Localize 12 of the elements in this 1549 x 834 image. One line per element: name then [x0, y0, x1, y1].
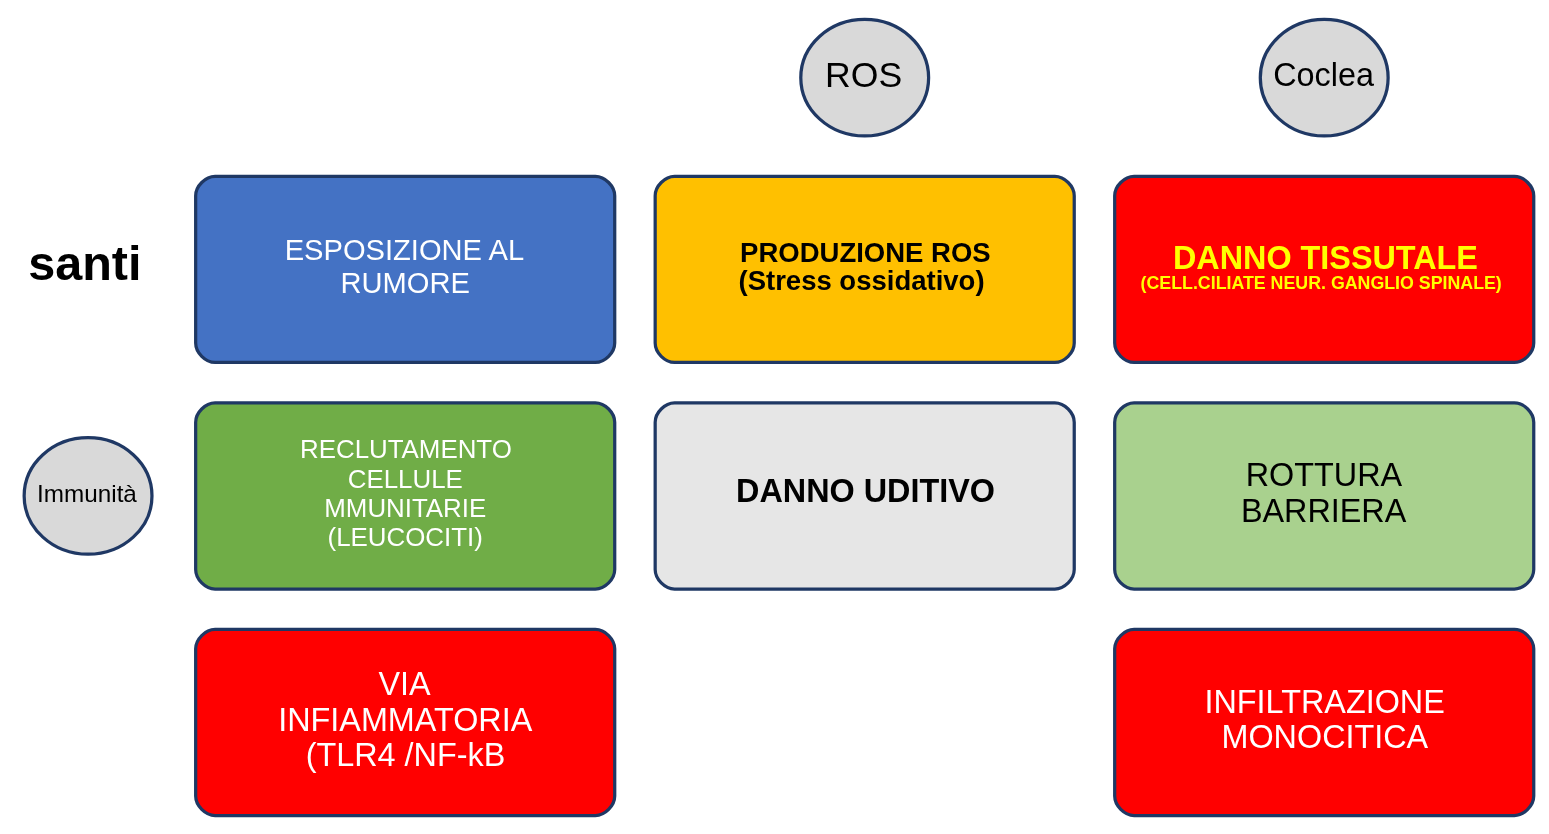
- node-box: DANNO TISSUTALE (CELL.CILIATE NEUR. GANGLIO SPINALE): [1113, 174, 1536, 364]
- node-box: INFILTRAZIONE MONOCITICA: [1113, 627, 1536, 817]
- node-circle: Coclea: [1258, 17, 1390, 138]
- node-box: PRODUZIONE ROS (Stress ossidativo): [653, 174, 1076, 364]
- node-box: VIA INFIAMMATORIA (TLR4 /NF-kB: [194, 627, 617, 817]
- node-box: ESPOSIZIONE AL RUMORE: [194, 174, 617, 364]
- node-circle: ROS: [799, 17, 931, 138]
- node-circle: Immunità: [22, 435, 154, 556]
- label: santi: [28, 235, 142, 290]
- node-box: ROTTURA BARRIERA: [1113, 400, 1536, 591]
- node-box: DANNO UDITIVO: [653, 400, 1076, 591]
- node-box: RECLUTAMENTO CELLULE MMUNITARIE (LEUCOCITI): [194, 400, 617, 591]
